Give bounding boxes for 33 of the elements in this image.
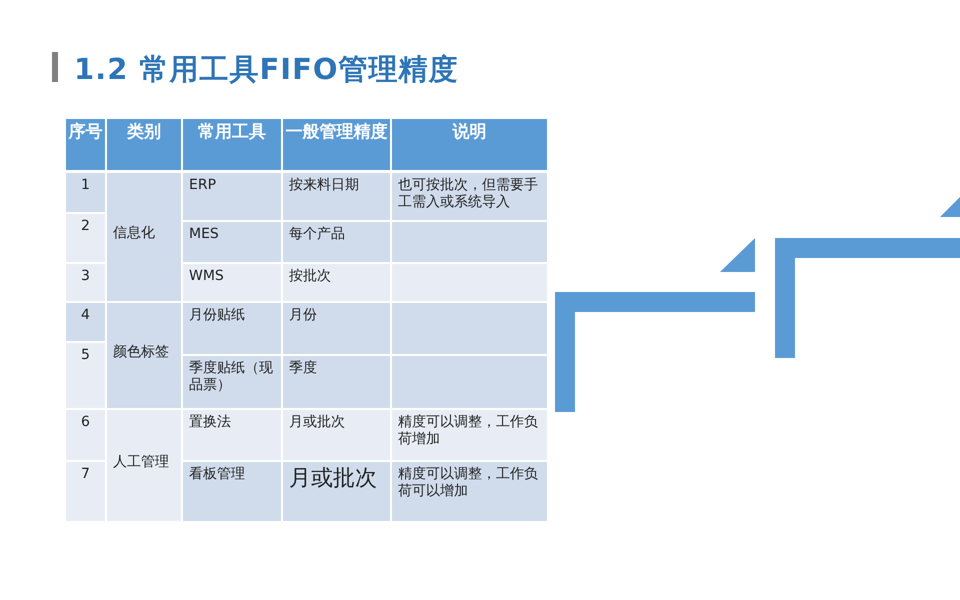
table-cell: 季度贴纸（现品票） — [183, 356, 281, 408]
table-cell: 1 — [66, 173, 105, 212]
column-header: 常用工具 — [183, 119, 281, 170]
column-header: 序号 — [66, 119, 105, 170]
table-cell: WMS — [183, 264, 281, 301]
column-header: 类别 — [107, 119, 181, 170]
table-cell: 4 — [66, 303, 105, 341]
table-cell: MES — [183, 222, 281, 262]
table-cell: 按批次 — [283, 264, 390, 301]
table-cell: ERP — [183, 173, 281, 220]
table-cell: 精度可以调整，工作负荷可以增加 — [392, 462, 547, 521]
table-cell: 也可按批次，但需要手工需入或系统导入 — [392, 173, 547, 220]
table-cell: 月份贴纸 — [183, 303, 281, 354]
table-cell: 信息化 — [107, 173, 181, 301]
table-cell: 月或批次 — [283, 462, 390, 521]
table-cell: 月份 — [283, 303, 390, 354]
table-cell: 人工管理 — [107, 410, 181, 521]
table-cell: 7 — [66, 462, 105, 521]
table-cell: 颜色标签 — [107, 303, 181, 408]
table-cell: 置换法 — [183, 410, 281, 460]
table-cell: 5 — [66, 343, 105, 408]
table-cell: 看板管理 — [183, 462, 281, 521]
table-cell: 季度 — [283, 356, 390, 408]
table-cell: 月或批次 — [283, 410, 390, 460]
table-cell: 精度可以调整，工作负荷增加 — [392, 410, 547, 460]
table-cell: 6 — [66, 410, 105, 460]
table-cell: 2 — [66, 214, 105, 262]
column-header: 说明 — [392, 119, 547, 170]
table-cell: 3 — [66, 264, 105, 301]
table-cell: 按来料日期 — [283, 173, 390, 220]
slide-title: 1.2 常用工具FIFO管理精度 — [74, 51, 459, 88]
column-header: 一般管理精度 — [283, 119, 390, 170]
table-cell: 每个产品 — [283, 222, 390, 262]
